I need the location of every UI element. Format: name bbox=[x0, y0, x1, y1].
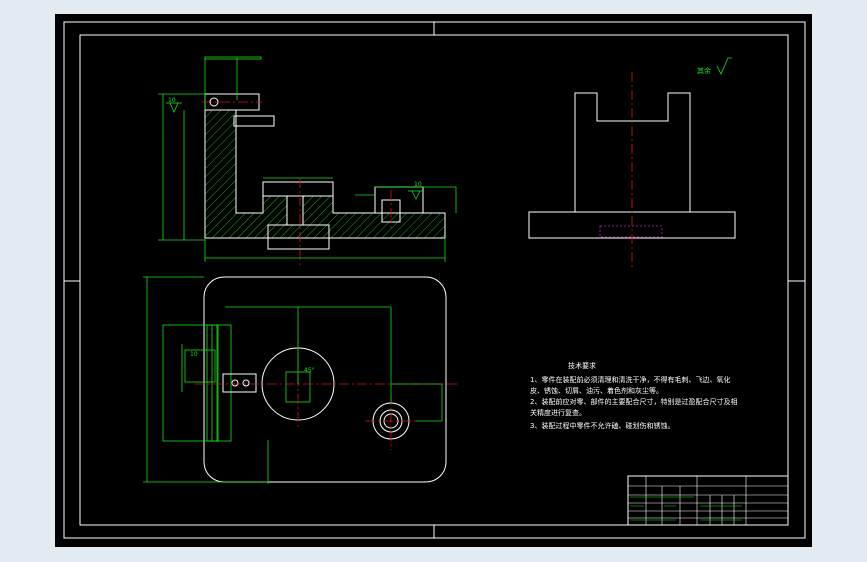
centering-marks bbox=[64, 22, 805, 538]
front-section-view: 10 10 bbox=[158, 56, 457, 268]
plan-outline bbox=[203, 276, 447, 483]
roughness-label-left: 10 bbox=[168, 97, 176, 104]
hidden-slot bbox=[599, 225, 663, 238]
tech-req-line-1: 1、零件在装配前必须清理和清洗干净，不得有毛刺、飞边、氧化 bbox=[530, 375, 730, 384]
roughness-label-right: 10 bbox=[414, 181, 422, 188]
tech-req-line-2: 皮、锈蚀、切屑、油污、着色剂和灰尘等。 bbox=[530, 386, 663, 395]
tech-req-title: 技术要求 bbox=[568, 361, 596, 370]
plan-view: 45° 10 bbox=[143, 276, 457, 484]
roughness-label-plan: 10 bbox=[190, 351, 198, 358]
title-block bbox=[627, 475, 789, 526]
bore-angle-label: 45° bbox=[304, 367, 315, 374]
technical-requirements: 技术要求 1、零件在装配前必须清理和清洗干净，不得有毛刺、飞边、氧化 皮、锈蚀、… bbox=[530, 361, 737, 430]
tech-req-line-3: 2、装配前应对零、部件的主要配合尺寸，特别是过盈配合尺寸及相 bbox=[530, 397, 737, 406]
side-view bbox=[528, 72, 736, 268]
tech-req-line-4: 关精度进行复查。 bbox=[530, 408, 586, 417]
roughness-note: 其余 bbox=[697, 57, 732, 75]
tech-req-line-5: 3、装配过程中零件不允许磕、碰划伤和锈蚀。 bbox=[530, 421, 674, 430]
svg-text:其余: 其余 bbox=[697, 66, 711, 75]
